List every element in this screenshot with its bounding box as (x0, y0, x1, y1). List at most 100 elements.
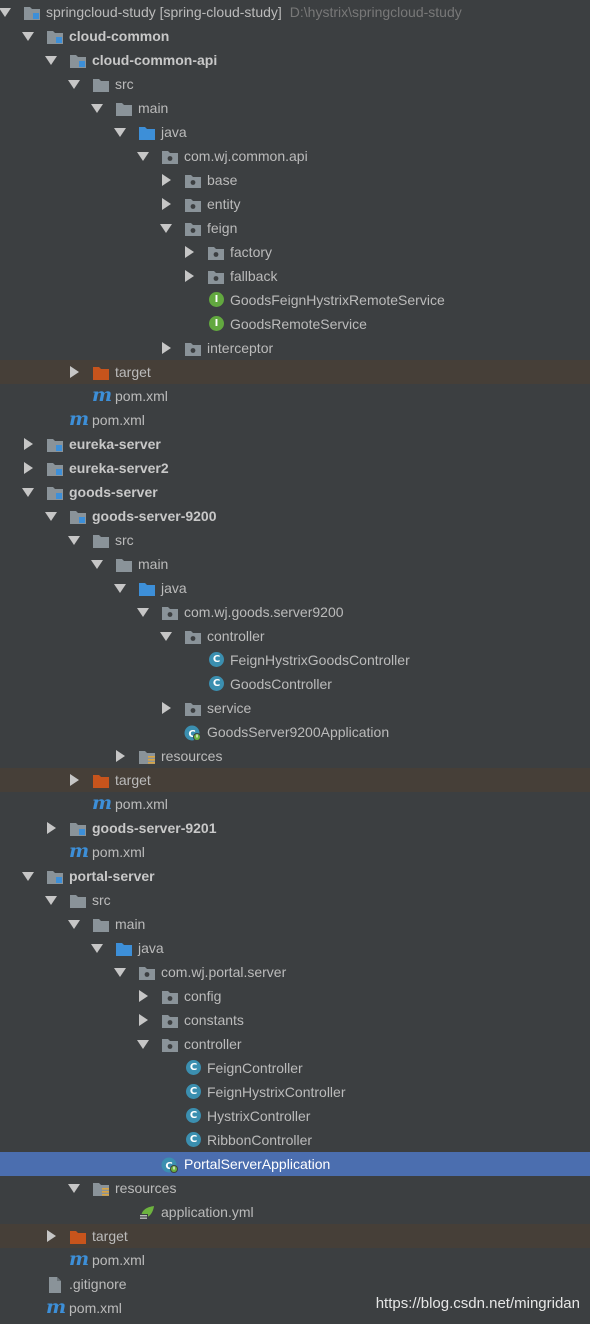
tree-item-name: eureka-server2 (69, 460, 169, 476)
tree-row[interactable]: java (0, 576, 590, 600)
collapse-arrow-right-icon[interactable] (67, 768, 81, 792)
folder-icon (92, 532, 110, 548)
package-icon (207, 268, 225, 284)
tree-row[interactable]: com.wj.goods.server9200 (0, 600, 590, 624)
tree-row[interactable]: resources (0, 1176, 590, 1200)
tree-row[interactable]: config (0, 984, 590, 1008)
tree-row[interactable]: service (0, 696, 590, 720)
collapse-arrow-right-icon[interactable] (113, 744, 127, 768)
collapse-arrow-right-icon[interactable] (159, 168, 173, 192)
tree-row[interactable]: eureka-server2 (0, 456, 590, 480)
collapse-arrow-right-icon[interactable] (21, 456, 35, 480)
tree-row[interactable]: portal-server (0, 864, 590, 888)
tree-row[interactable]: cloud-common (0, 24, 590, 48)
collapse-arrow-right-icon[interactable] (136, 1008, 150, 1032)
tree-row[interactable]: src (0, 888, 590, 912)
collapse-arrow-right-icon[interactable] (159, 336, 173, 360)
expand-arrow-down-icon[interactable] (159, 624, 173, 648)
expand-arrow-down-icon[interactable] (67, 72, 81, 96)
expand-arrow-down-icon[interactable] (136, 600, 150, 624)
collapse-arrow-right-icon[interactable] (136, 984, 150, 1008)
tree-row[interactable]: com.wj.portal.server (0, 960, 590, 984)
tree-row[interactable]: eureka-server (0, 432, 590, 456)
tree-row[interactable]: constants (0, 1008, 590, 1032)
tree-row[interactable]: goods-server-9200 (0, 504, 590, 528)
tree-item-label: application.yml (161, 1200, 254, 1224)
collapse-arrow-right-icon[interactable] (159, 696, 173, 720)
expand-arrow-down-icon[interactable] (90, 96, 104, 120)
tree-row[interactable]: factory (0, 240, 590, 264)
collapse-arrow-right-icon[interactable] (44, 1224, 58, 1248)
tree-row[interactable]: controller (0, 1032, 590, 1056)
collapse-arrow-right-icon[interactable] (21, 432, 35, 456)
expand-arrow-down-icon[interactable] (136, 144, 150, 168)
tree-item-name: com.wj.goods.server9200 (184, 604, 344, 620)
collapse-arrow-right-icon[interactable] (159, 192, 173, 216)
expand-arrow-down-icon[interactable] (67, 912, 81, 936)
tree-row[interactable]: src (0, 528, 590, 552)
collapse-arrow-right-icon[interactable] (182, 264, 196, 288)
expand-arrow-down-icon[interactable] (21, 864, 35, 888)
expand-arrow-down-icon[interactable] (113, 960, 127, 984)
collapse-arrow-right-icon[interactable] (44, 816, 58, 840)
tree-row[interactable]: src (0, 72, 590, 96)
tree-row[interactable]: springcloud-study [spring-cloud-study]D:… (0, 0, 590, 24)
expand-arrow-down-icon[interactable] (113, 120, 127, 144)
resources-folder-icon (138, 748, 156, 764)
tree-row[interactable]: target (0, 768, 590, 792)
expand-arrow-down-icon[interactable] (90, 936, 104, 960)
tree-row[interactable]: fallback (0, 264, 590, 288)
tree-row[interactable]: main (0, 96, 590, 120)
expand-arrow-down-icon[interactable] (21, 480, 35, 504)
tree-row[interactable]: controller (0, 624, 590, 648)
expand-arrow-down-icon[interactable] (90, 552, 104, 576)
tree-row[interactable]: java (0, 936, 590, 960)
tree-row[interactable]: java (0, 120, 590, 144)
expand-arrow-down-icon[interactable] (67, 1176, 81, 1200)
tree-row[interactable]: application.yml (0, 1200, 590, 1224)
expand-arrow-down-icon[interactable] (44, 888, 58, 912)
tree-row[interactable]: target (0, 1224, 590, 1248)
tree-row[interactable]: .gitignore (0, 1272, 590, 1296)
tree-row[interactable]: com.wj.common.api (0, 144, 590, 168)
tree-row[interactable]: main (0, 912, 590, 936)
tree-row[interactable]: target (0, 360, 590, 384)
tree-row[interactable]: base (0, 168, 590, 192)
tree-row[interactable]: entity (0, 192, 590, 216)
tree-row[interactable]: interceptor (0, 336, 590, 360)
expand-arrow-down-icon[interactable] (0, 0, 12, 24)
expand-arrow-down-icon[interactable] (44, 48, 58, 72)
tree-row[interactable]: cloud-common-api (0, 48, 590, 72)
tree-row[interactable]: goods-server (0, 480, 590, 504)
tree-row[interactable]: main (0, 552, 590, 576)
tree-row[interactable]: feign (0, 216, 590, 240)
module-folder-icon (46, 868, 64, 884)
tree-row[interactable]: resources (0, 744, 590, 768)
tree-item-label: pom.xml (92, 1248, 145, 1272)
expand-arrow-down-icon[interactable] (113, 576, 127, 600)
expand-arrow-down-icon[interactable] (44, 504, 58, 528)
expand-arrow-down-icon[interactable] (159, 216, 173, 240)
tree-row[interactable]: goods-server-9201 (0, 816, 590, 840)
expand-arrow-down-icon[interactable] (21, 24, 35, 48)
expand-arrow-down-icon[interactable] (67, 528, 81, 552)
expand-arrow-down-icon[interactable] (136, 1032, 150, 1056)
collapse-arrow-right-icon[interactable] (67, 360, 81, 384)
collapse-arrow-right-icon[interactable] (182, 240, 196, 264)
